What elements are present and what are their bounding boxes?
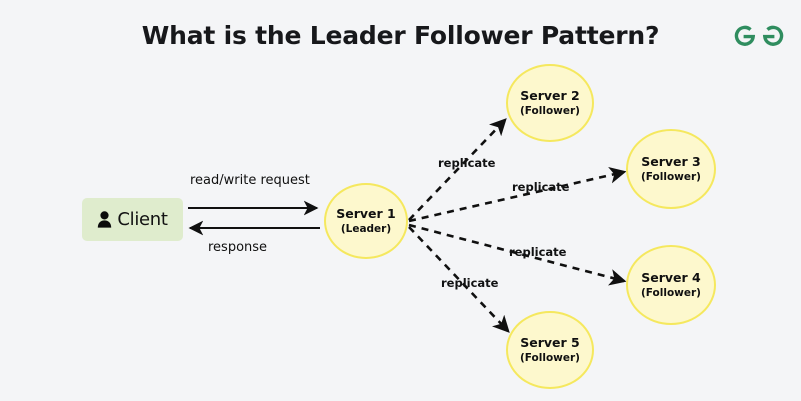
server-node-4[interactable]: Server 4 (Follower) bbox=[626, 245, 716, 325]
server-1-name: Server 1 bbox=[336, 206, 396, 222]
page-title: What is the Leader Follower Pattern? bbox=[141, 21, 660, 50]
server-3-name: Server 3 bbox=[641, 154, 701, 170]
edge-label-replicate-4: replicate bbox=[441, 276, 499, 290]
server-5-name: Server 5 bbox=[520, 335, 580, 351]
edge-label-response: response bbox=[208, 240, 268, 255]
edge-replicate-1 bbox=[408, 118, 507, 221]
server-3-role: (Follower) bbox=[641, 170, 701, 183]
edge-label-replicate-1: replicate bbox=[438, 156, 496, 170]
edge-label-replicate-3: replicate bbox=[509, 245, 567, 259]
client-node[interactable]: Client bbox=[82, 198, 183, 241]
server-node-5[interactable]: Server 5 (Follower) bbox=[506, 311, 594, 389]
client-label: Client bbox=[117, 209, 168, 230]
person-icon bbox=[97, 211, 112, 228]
server-5-role: (Follower) bbox=[520, 351, 580, 364]
server-node-3[interactable]: Server 3 (Follower) bbox=[626, 129, 716, 209]
edge-label-replicate-2: replicate bbox=[512, 180, 570, 194]
server-4-name: Server 4 bbox=[641, 270, 701, 286]
edge-label-request: read/write request bbox=[190, 173, 310, 188]
geeksforgeeks-logo bbox=[731, 17, 787, 51]
server-2-name: Server 2 bbox=[520, 88, 580, 104]
server-1-role: (Leader) bbox=[340, 222, 392, 235]
server-4-role: (Follower) bbox=[641, 286, 701, 299]
server-2-role: (Follower) bbox=[520, 104, 580, 117]
server-node-1[interactable]: Server 1 (Leader) bbox=[324, 183, 408, 259]
server-node-2[interactable]: Server 2 (Follower) bbox=[506, 64, 594, 142]
